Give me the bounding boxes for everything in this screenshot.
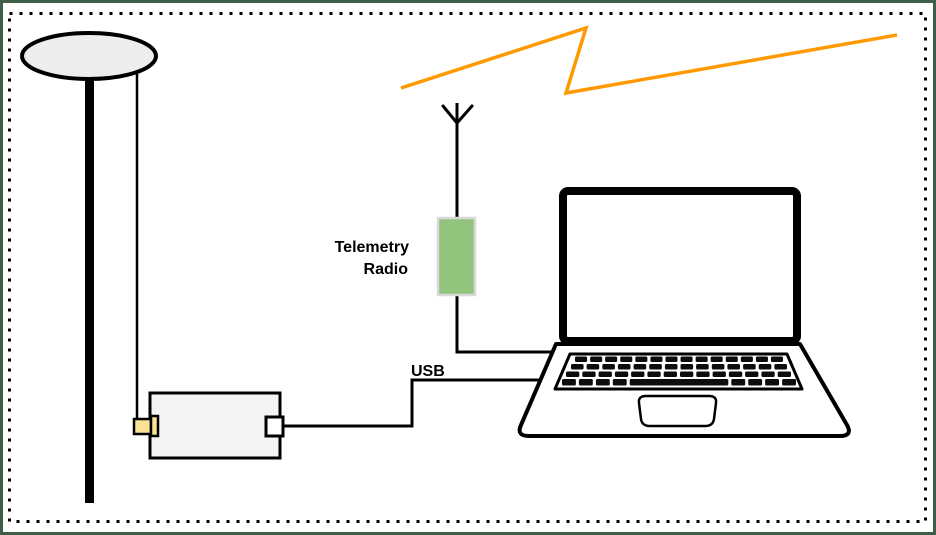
ground-antenna: [20, 31, 158, 503]
laptop-key: [586, 364, 600, 370]
laptop-key: [566, 371, 580, 377]
laptop-key: [571, 364, 584, 370]
laptop-key: [617, 364, 631, 370]
laptop-key: [680, 356, 693, 362]
laptop-key: [743, 364, 756, 370]
antenna-dish: [20, 31, 158, 81]
laptop-key: [695, 356, 708, 362]
laptop-key: [761, 371, 775, 377]
laptop-key: [782, 379, 796, 386]
laptop-key: [758, 364, 772, 370]
laptop-key: [711, 364, 725, 370]
laptop-key: [602, 364, 615, 370]
laptop-key: [650, 356, 663, 362]
laptop-key: [635, 356, 648, 362]
antenna-connector-yellow: [132, 417, 153, 436]
laptop-key: [774, 364, 787, 370]
laptop-key: [590, 356, 603, 362]
laptop-key: [696, 371, 710, 377]
laptop-key: [745, 371, 759, 377]
laptop-key: [710, 356, 723, 362]
telemetry-radio-label-line1: Telemetry: [335, 239, 410, 256]
usb-connector: [264, 415, 285, 438]
telemetry-radio-cable: [455, 295, 562, 354]
laptop-keyboard-keys: [562, 356, 796, 386]
laptop-key: [578, 379, 593, 386]
laptop-key: [728, 371, 743, 377]
laptop-key: [595, 379, 610, 386]
laptop-key: [665, 356, 678, 362]
laptop-key: [631, 371, 645, 377]
laptop-key: [770, 356, 783, 362]
laptop-key: [664, 364, 678, 370]
ground-module: [132, 391, 285, 460]
laptop-key: [696, 364, 709, 370]
dotted-border: [8, 12, 927, 523]
laptop-key: [562, 379, 576, 386]
laptop-key: [605, 356, 618, 362]
laptop-key: [612, 379, 627, 386]
laptop-key: [680, 371, 694, 377]
laptop-screen: [559, 187, 801, 345]
antenna-pole: [85, 70, 94, 503]
whip-antenna-icon: [441, 104, 474, 125]
laptop-key: [680, 364, 694, 370]
laptop-key: [620, 356, 633, 362]
laptop-key: [649, 364, 662, 370]
laptop-key: [755, 356, 768, 362]
laptop-key: [633, 364, 647, 370]
laptop-key: [777, 371, 791, 377]
telemetry-radio: [436, 103, 562, 354]
laptop-key: [731, 379, 746, 386]
telemetry-radio-box: [436, 216, 477, 297]
laptop-key: [663, 371, 677, 377]
laptop-key: [740, 356, 753, 362]
laptop-key-spacebar: [629, 379, 729, 386]
laptop-trackpad: [637, 394, 718, 428]
usb-label: USB: [411, 363, 445, 380]
usb-cable: [283, 378, 546, 428]
laptop-key: [647, 371, 661, 377]
laptop-key: [614, 371, 629, 377]
laptop: [517, 187, 851, 438]
laptop-key: [712, 371, 726, 377]
laptop-key: [727, 364, 740, 370]
laptop-key: [575, 356, 588, 362]
antenna-connector-yellow-pin: [149, 414, 160, 438]
laptop-key: [598, 371, 612, 377]
radio-signal-bolt-icon: [400, 25, 898, 96]
telemetry-radio-label-line2: Radio: [364, 261, 409, 278]
laptop-key: [748, 379, 763, 386]
laptop-key: [765, 379, 779, 386]
ground-module-box: [148, 391, 282, 460]
laptop-key: [725, 356, 738, 362]
laptop-key: [582, 371, 596, 377]
